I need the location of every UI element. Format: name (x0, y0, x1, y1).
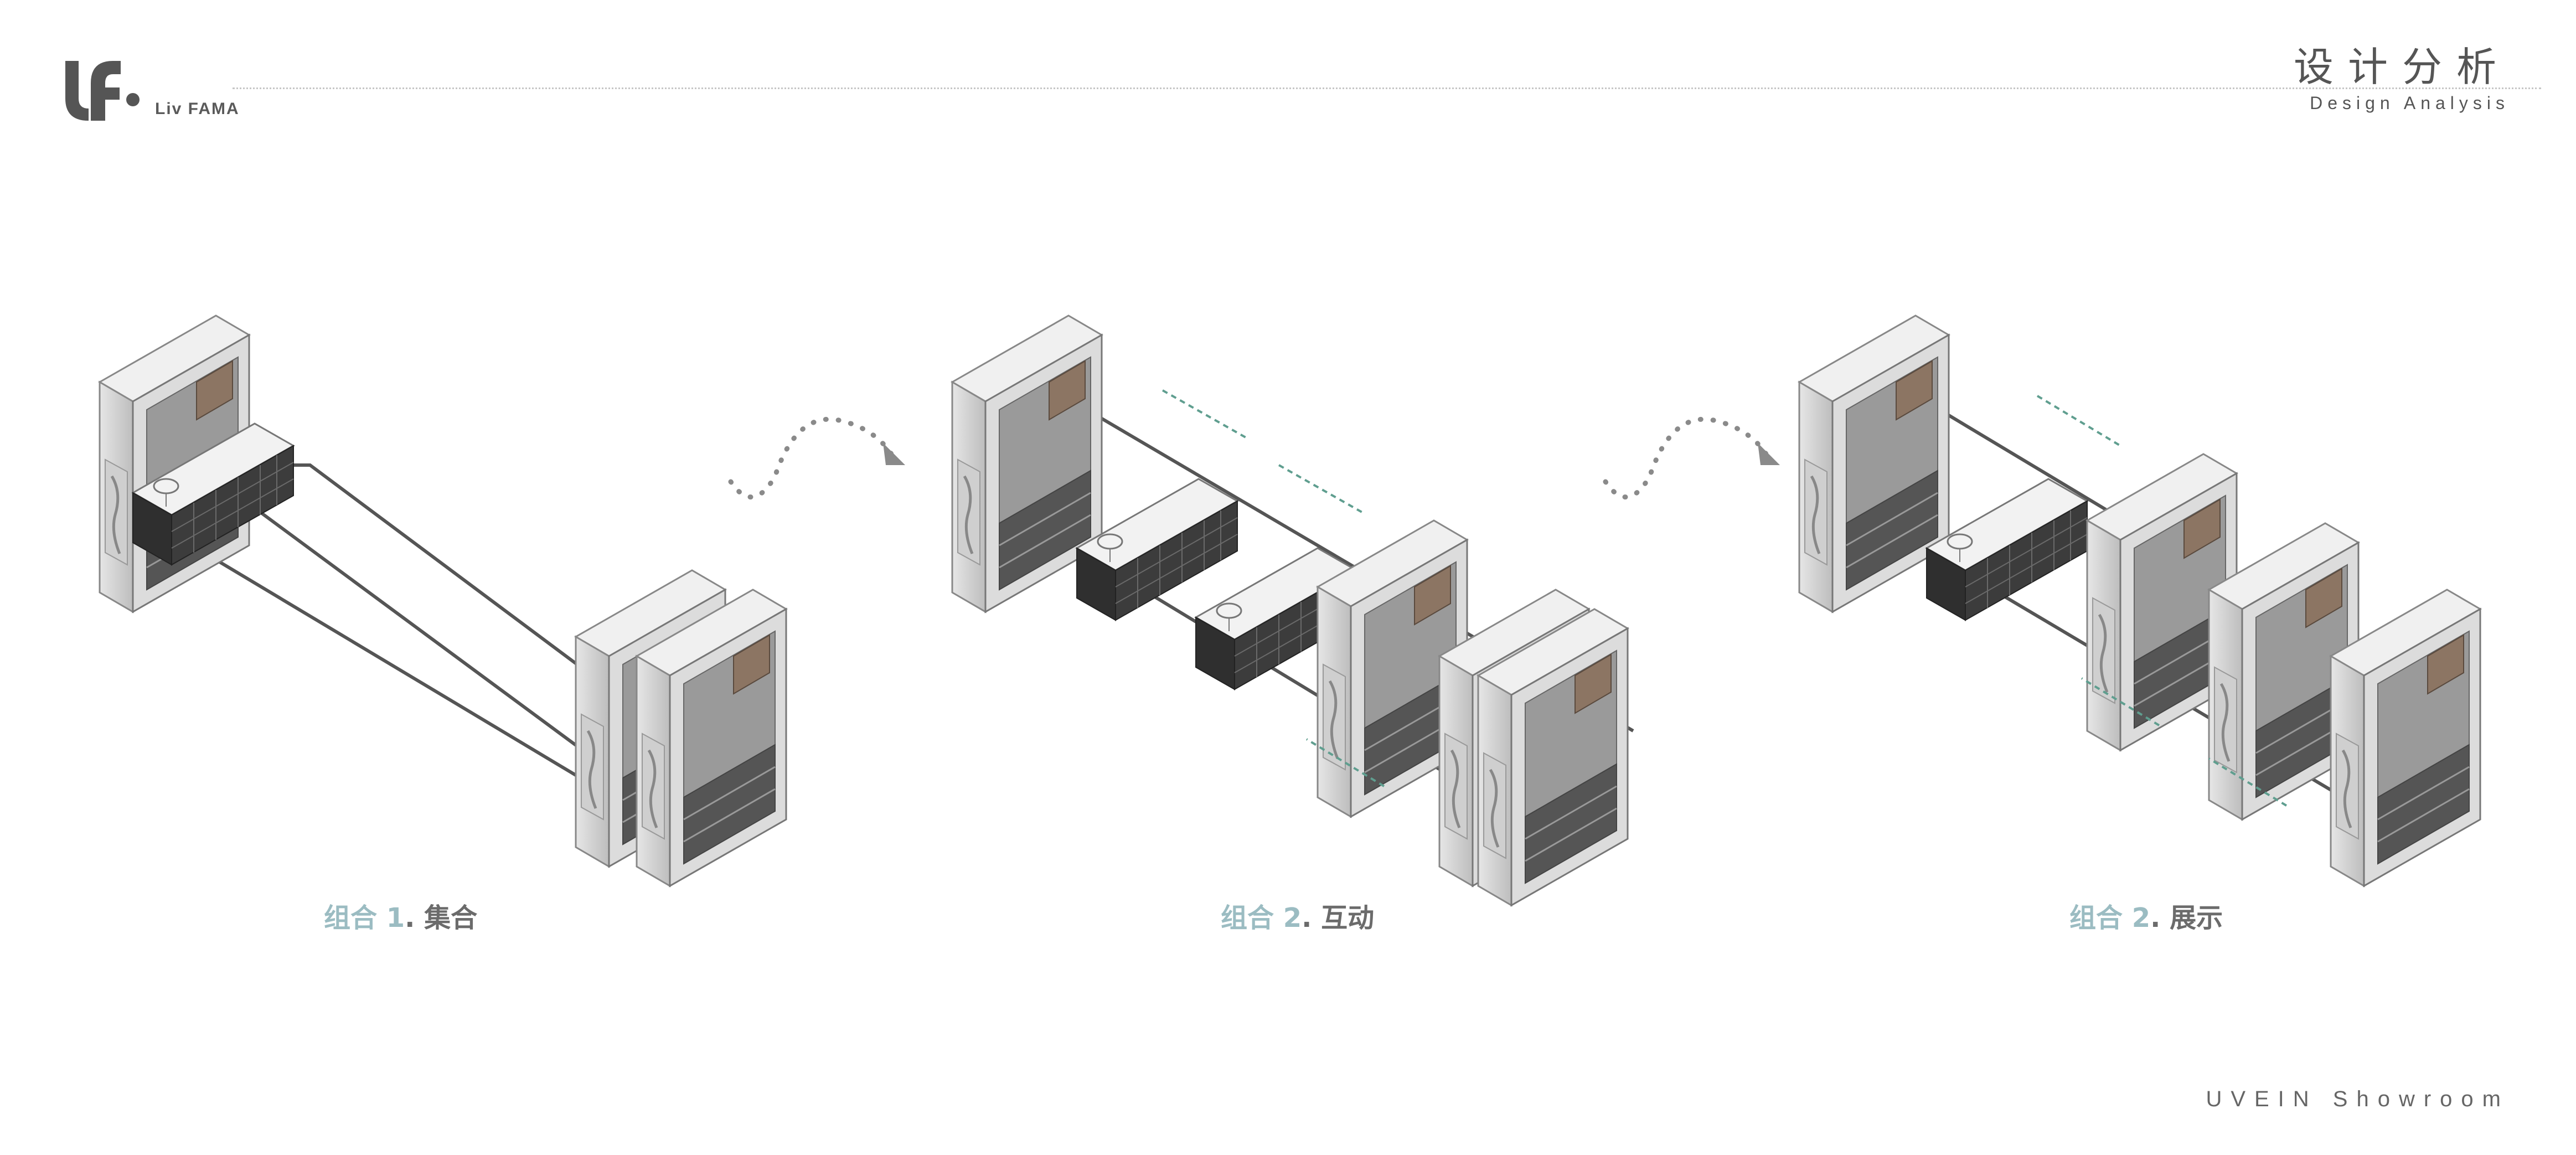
caption-number: 组合 2 (2069, 903, 2151, 934)
caption-name: 互动 (1321, 903, 1375, 934)
page-title: 设计分析 (2293, 44, 2511, 90)
page-subtitle: Design Analysis (2310, 93, 2510, 113)
dashed-move-arrow-icon (2036, 395, 2288, 807)
caption-arrangement-2: 组合 2. 互动 (1221, 896, 1374, 935)
arrangement-2-illustration (952, 316, 1634, 905)
caption-separator: . (405, 903, 415, 934)
lf-logo-icon (65, 61, 140, 121)
caption-number: 组合 1 (324, 903, 405, 934)
caption-separator: . (2150, 903, 2161, 934)
brand-logo: Liv FAMA (60, 55, 242, 127)
caption-number: 组合 2 (1221, 903, 1302, 934)
header-divider (233, 87, 2541, 89)
caption-name: 集合 (424, 903, 478, 934)
curved-dotted-arrow-icon (1603, 416, 1780, 499)
curved-dotted-arrow-icon (728, 416, 905, 499)
arrangement-1-illustration (100, 316, 786, 886)
brand-name: Liv FAMA (155, 100, 240, 118)
caption-name: 展示 (2170, 903, 2223, 934)
footer-project-name: UVEIN Showroom (2206, 1087, 2510, 1111)
arrangement-3-illustration (1799, 316, 2480, 886)
caption-arrangement-3: 组合 2. 展示 (2069, 896, 2223, 935)
caption-arrangement-1: 组合 1. 集合 (324, 896, 477, 935)
dashed-move-arrow-icon (1162, 389, 1385, 787)
caption-separator: . (1302, 903, 1312, 934)
